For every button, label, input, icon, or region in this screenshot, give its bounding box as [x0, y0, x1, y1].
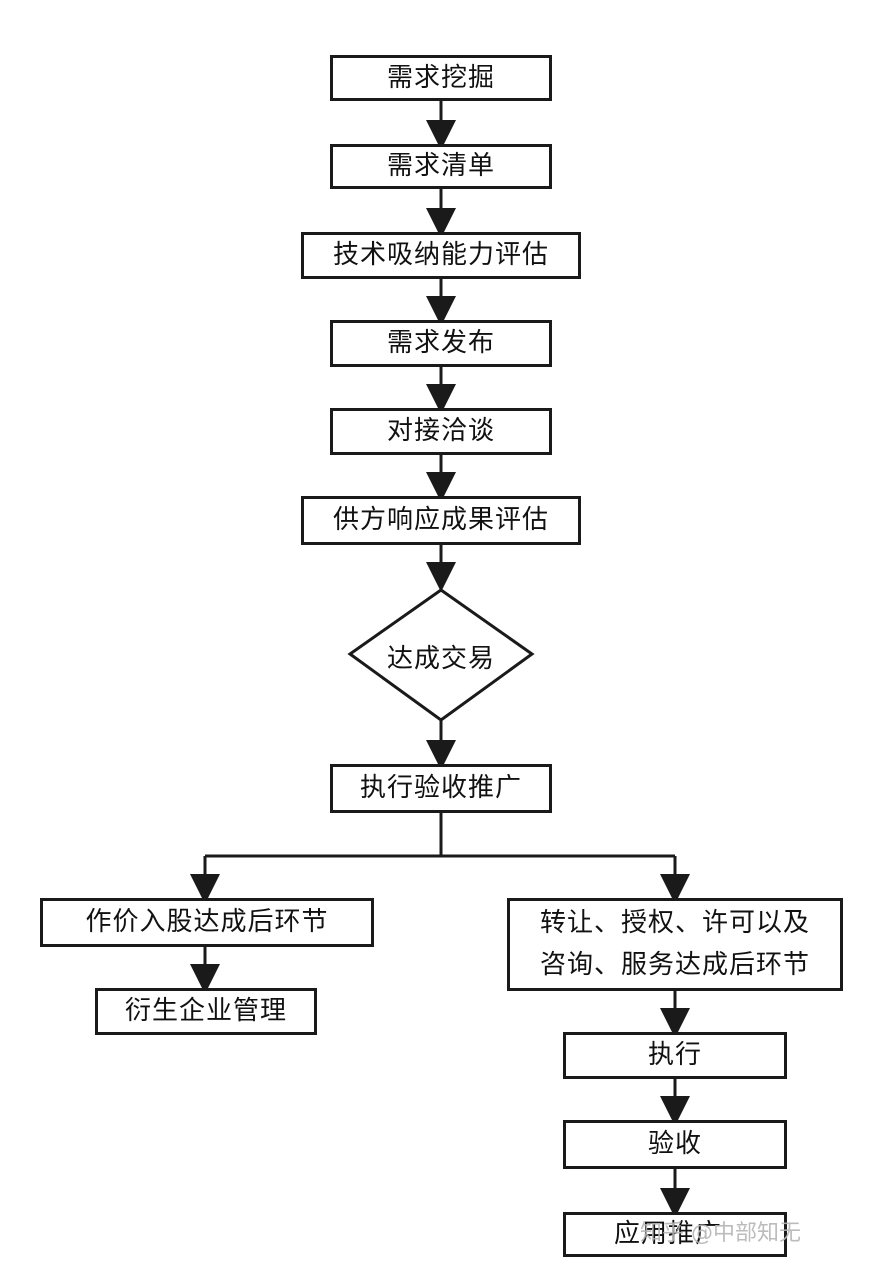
right-application-promotion: 应用推广 [563, 1212, 787, 1257]
right-transfer-stage-line1: 转让、授权、许可以及 [539, 907, 810, 938]
watermark: 知乎 @中部知无 [640, 1221, 801, 1246]
decision-label: 达成交易 [386, 644, 495, 674]
left-spinoff-management-label: 衍生企业管理 [124, 996, 287, 1027]
step-supplier-evaluation-label: 供方响应成果评估 [332, 505, 549, 536]
step-negotiation-label: 对接洽谈 [386, 416, 495, 447]
step-supplier-evaluation: 供方响应成果评估 [301, 496, 581, 545]
step-requirement-list-label: 需求清单 [386, 151, 495, 182]
right-transfer-stage: 转让、授权、许可以及 咨询、服务达成后环节 [507, 898, 843, 991]
right-execute: 执行 [563, 1032, 787, 1079]
step-requirement-release-label: 需求发布 [386, 328, 495, 359]
left-equity-stage-label: 作价入股达成后环节 [85, 907, 329, 938]
right-accept-label: 验收 [647, 1129, 702, 1160]
right-execute-label: 执行 [647, 1040, 702, 1071]
step-requirement-release: 需求发布 [330, 320, 552, 367]
left-equity-stage: 作价入股达成后环节 [40, 898, 374, 947]
left-spinoff-management: 衍生企业管理 [95, 988, 317, 1035]
step-absorption-assessment: 技术吸纳能力评估 [301, 232, 581, 279]
step-negotiation: 对接洽谈 [330, 408, 552, 455]
step-requirement-mining-label: 需求挖掘 [386, 62, 495, 93]
right-accept: 验收 [563, 1120, 787, 1169]
right-application-promotion-label: 应用推广 [614, 1219, 723, 1250]
step-requirement-list: 需求清单 [330, 144, 552, 189]
step-absorption-assessment-label: 技术吸纳能力评估 [332, 240, 549, 271]
step-requirement-mining: 需求挖掘 [330, 55, 552, 101]
decision-diamond [347, 588, 535, 722]
right-transfer-stage-line2: 咨询、服务达成后环节 [539, 949, 810, 980]
step-execute-accept-promote: 执行验收推广 [330, 764, 552, 813]
step-execute-accept-promote-label: 执行验收推广 [359, 773, 522, 804]
